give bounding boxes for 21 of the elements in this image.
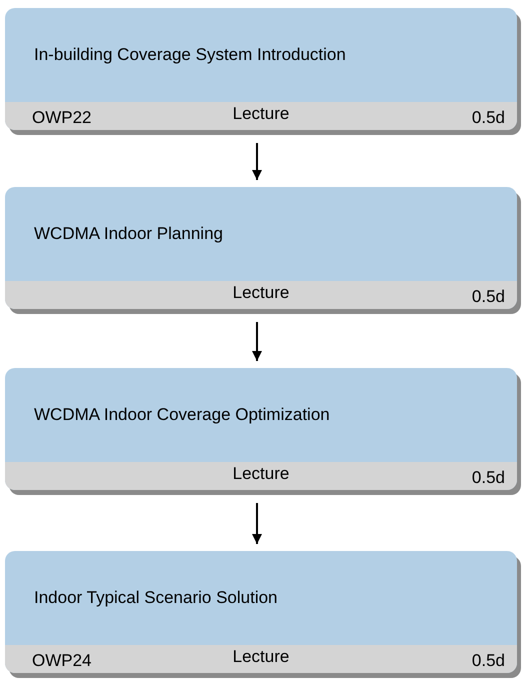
course-box xyxy=(5,551,517,673)
course-duration: 0.5d xyxy=(472,108,505,128)
course-type: Lecture xyxy=(232,464,290,484)
course-type: Lecture xyxy=(232,647,290,667)
course-title: WCDMA Indoor Coverage Optimization xyxy=(34,405,330,425)
arrow xyxy=(252,322,262,361)
course-title: In-building Coverage System Introduction xyxy=(34,45,346,65)
course-duration: 0.5d xyxy=(472,287,505,307)
course-box xyxy=(5,368,517,490)
course-title: WCDMA Indoor Planning xyxy=(34,224,223,244)
course-code: OWP24 xyxy=(32,651,92,671)
course-box xyxy=(5,187,517,309)
course-duration: 0.5d xyxy=(472,468,505,488)
course-code: OWP22 xyxy=(32,108,92,128)
course-duration: 0.5d xyxy=(472,651,505,671)
arrow xyxy=(252,143,262,180)
arrow xyxy=(252,503,262,544)
course-type: Lecture xyxy=(232,283,290,303)
course-title: Indoor Typical Scenario Solution xyxy=(34,588,278,608)
course-box xyxy=(5,8,517,130)
course-type: Lecture xyxy=(232,104,290,124)
